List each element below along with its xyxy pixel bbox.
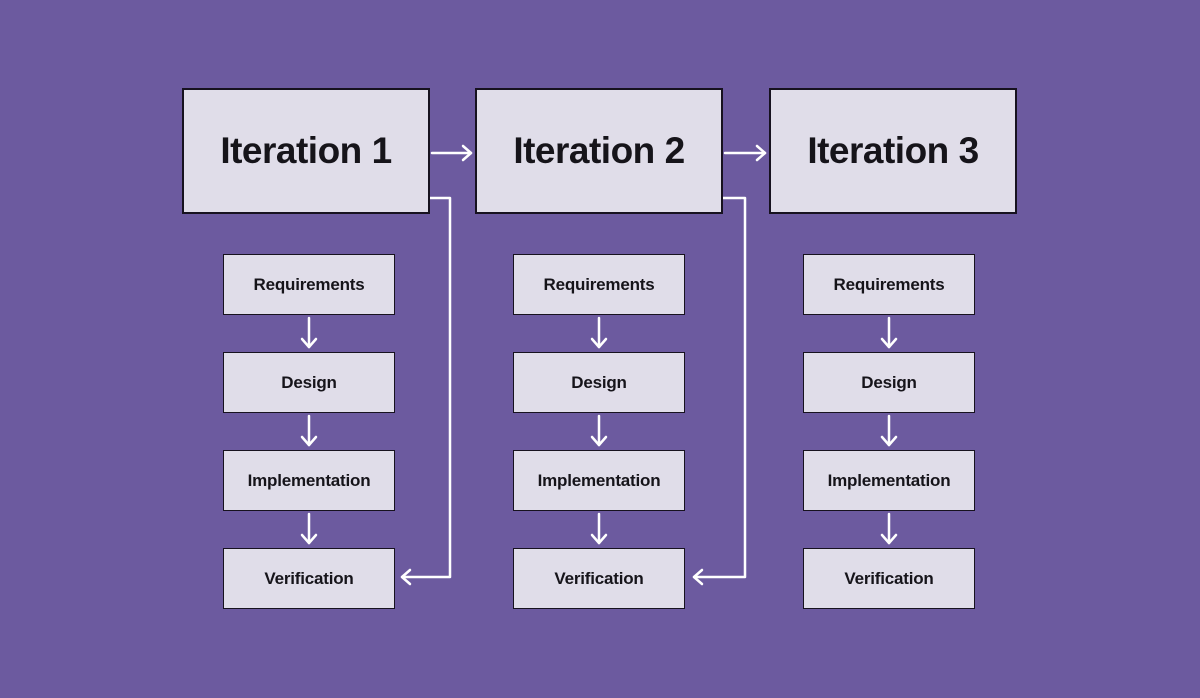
stage-requirements-3-label: Requirements	[833, 274, 945, 294]
stage-verification-3-label: Verification	[844, 568, 934, 588]
stage-requirements-3: Requirements	[803, 254, 975, 315]
stage-requirements-2: Requirements	[513, 254, 685, 315]
stage-implementation-1-label: Implementation	[247, 470, 371, 490]
iteration-2-box: Iteration 2	[475, 88, 723, 214]
stage-verification-1: Verification	[223, 548, 395, 609]
stage-implementation-2-label: Implementation	[537, 470, 661, 490]
feedback-arrow-iteration2-to-verification2	[692, 196, 747, 586]
stage-design-3-label: Design	[861, 372, 917, 392]
stage-requirements-1-label: Requirements	[253, 274, 365, 294]
stage-design-1-label: Design	[281, 372, 337, 392]
iteration-1-label: Iteration 1	[220, 130, 392, 171]
stage-implementation-3: Implementation	[803, 450, 975, 511]
stage-verification-3: Verification	[803, 548, 975, 609]
stage-verification-1-label: Verification	[264, 568, 354, 588]
stage-design-2-label: Design	[571, 372, 627, 392]
stage-implementation-1: Implementation	[223, 450, 395, 511]
stage-requirements-2-label: Requirements	[543, 274, 655, 294]
stage-verification-2-label: Verification	[554, 568, 644, 588]
iteration-1-box: Iteration 1	[182, 88, 430, 214]
stage-requirements-1: Requirements	[223, 254, 395, 315]
stage-design-3: Design	[803, 352, 975, 413]
stage-verification-2: Verification	[513, 548, 685, 609]
stage-implementation-3-label: Implementation	[827, 470, 951, 490]
iteration-2-label: Iteration 2	[513, 130, 685, 171]
iteration-3-label: Iteration 3	[807, 130, 979, 171]
stage-design-2: Design	[513, 352, 685, 413]
stage-implementation-2: Implementation	[513, 450, 685, 511]
iteration-3-box: Iteration 3	[769, 88, 1017, 214]
stage-design-1: Design	[223, 352, 395, 413]
feedback-arrow-iteration1-to-verification1	[400, 196, 452, 586]
